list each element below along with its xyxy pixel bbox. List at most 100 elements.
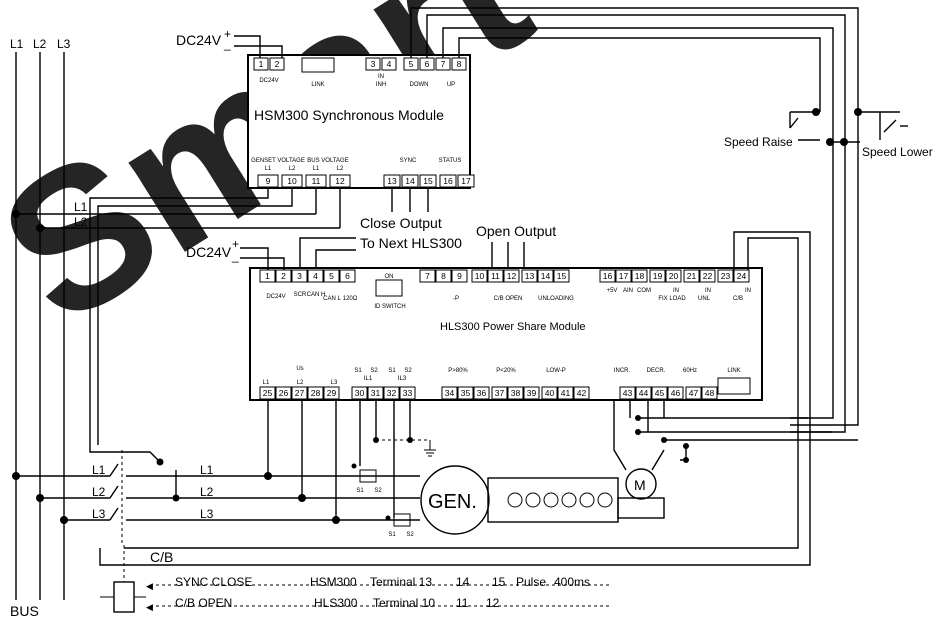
hls-terminal-box [635,386,652,400]
hsm-power-minus: _ [223,37,231,51]
pc-l3-left: L3 [92,507,106,521]
hls-terminal-box [491,386,508,400]
hls-canl: CAN L [323,296,341,302]
hls-terminal-number: 42 [577,388,587,398]
hls-scr: SCR [294,292,307,298]
bus-label: BUS [10,603,39,619]
hls-terminal-number: 23 [721,271,731,281]
hls-ain: AIN [623,288,633,294]
pc-l1-right: L1 [200,463,214,477]
legend-row2-t2: 12 [486,596,500,610]
hls-in3: IN [745,288,751,294]
hls-5v: +5V [607,288,618,294]
hls-p20: P<20% [496,368,516,374]
open-output-label: Open Output [476,223,556,239]
hls-terminal-number: 48 [705,388,715,398]
hls-p80: P>80% [448,368,468,374]
legend-row2-t1: 11 [456,596,469,610]
pc-l1-left: L1 [92,463,106,477]
id-switch[interactable] [375,279,403,297]
hls-terminal-number: 38 [511,388,521,398]
hls-terminal-number: 37 [495,388,505,398]
hls-bl2: L2 [297,380,304,386]
hsm-link-port[interactable] [301,57,335,73]
hls-il1: IL1 [364,376,373,382]
hls-cbopen: C/B OPEN [494,296,523,302]
hls-terminal-box [599,269,616,283]
cb-coil [113,581,135,613]
hls-top-wiring [99,231,858,566]
hls-terminal-number: 18 [635,271,645,281]
to-next-hls-label: To Next HLS300 [360,235,462,251]
hls-terminal-number: 8 [441,271,446,281]
hls-terminal-box [557,386,574,400]
hsm-power-plus: + [224,27,231,41]
hls-hz: 60Hz [683,368,697,374]
hls-terminal-number: 45 [655,388,665,398]
hls-terminal-number: 27 [295,388,305,398]
legend: ◀ ◀ SYNC CLOSE HSM300 Terminal 13 14 15 … [100,545,610,613]
legend-row2-terminal: Terminal 10 [373,596,435,610]
hls-terminal-box [291,386,308,400]
pc-l2-right: L2 [200,485,214,499]
hls-s2b: S2 [404,368,412,374]
hls-terminal-number: 39 [527,388,537,398]
hls-terminal-box [399,386,416,400]
hsm-up: UP [447,82,455,88]
hls-lowp: LOW-P [546,368,566,374]
speed-raise-label: Speed Raise [724,135,793,149]
hsm-sync: SYNC [400,158,417,164]
hls-terminal-box [291,269,308,283]
hls-link-port[interactable] [717,377,751,395]
legend-row2-module: HLS300 [314,596,358,610]
hls-terminal-box [733,269,750,283]
hls-terminal-box [553,269,570,283]
hsm-busvolt: BUS VOLTAGE [307,158,348,164]
busv-l1: L1 [74,200,88,214]
hls-power-label: DC24V [186,244,232,260]
hls-terminal-number: 21 [687,271,697,281]
hls-terminal-box [383,386,400,400]
legend-row1-module: HSM300 [310,575,357,589]
hls300-title: HLS300 Power Share Module [440,321,586,333]
speed-lower-label: Speed Lower [862,145,933,159]
hls-p: -P [453,296,459,302]
hls-terminal-number: 43 [623,388,633,398]
hls-terminal-box [259,269,276,283]
bus-label-l3: L3 [57,37,71,51]
hsm-inh: INH [376,82,386,88]
hls-terminal-box [473,386,490,400]
hls-terminal-box [275,269,292,283]
governor-motor [625,468,657,500]
pc-l2-left: L2 [92,485,106,499]
legend-row1-terminal: Terminal 13 [370,575,432,589]
hls-s1a: S1 [354,368,362,374]
bus-label-l1: L1 [10,37,24,51]
hsm-status: STATUS [439,158,462,164]
hls-terminal-box [651,386,668,400]
hls-terminal-number: 47 [689,388,699,398]
hls-terminal-box [451,269,468,283]
hls-terminal-number: 24 [737,271,747,281]
hls-terminal-number: 2 [281,271,286,281]
hls-s1b: S1 [388,368,396,374]
legend-row1-pulse: Pulse [516,575,546,589]
hls-terminal-box [339,269,356,283]
hls-unloading: UNLOADING [538,296,574,302]
hls-terminal-box [573,386,590,400]
hls-terminal-box [699,269,716,283]
cb-label: C/B [150,549,173,565]
hls-terminal-number: 35 [461,388,471,398]
hls-terminal-number: 17 [619,271,629,281]
hls-terminal-number: 5 [329,271,334,281]
hsm-t17: 17 [461,176,471,186]
legend-row1-signal: SYNC CLOSE [175,575,252,589]
hsm-t8: 8 [457,59,462,69]
hsm300-title: HSM300 Synchronous Module [254,107,444,123]
hsm-t4: 4 [387,59,392,69]
hls-s2a: S2 [370,368,378,374]
ct3-s2: S2 [406,532,414,538]
hls-terminal-number: 1 [265,271,270,281]
